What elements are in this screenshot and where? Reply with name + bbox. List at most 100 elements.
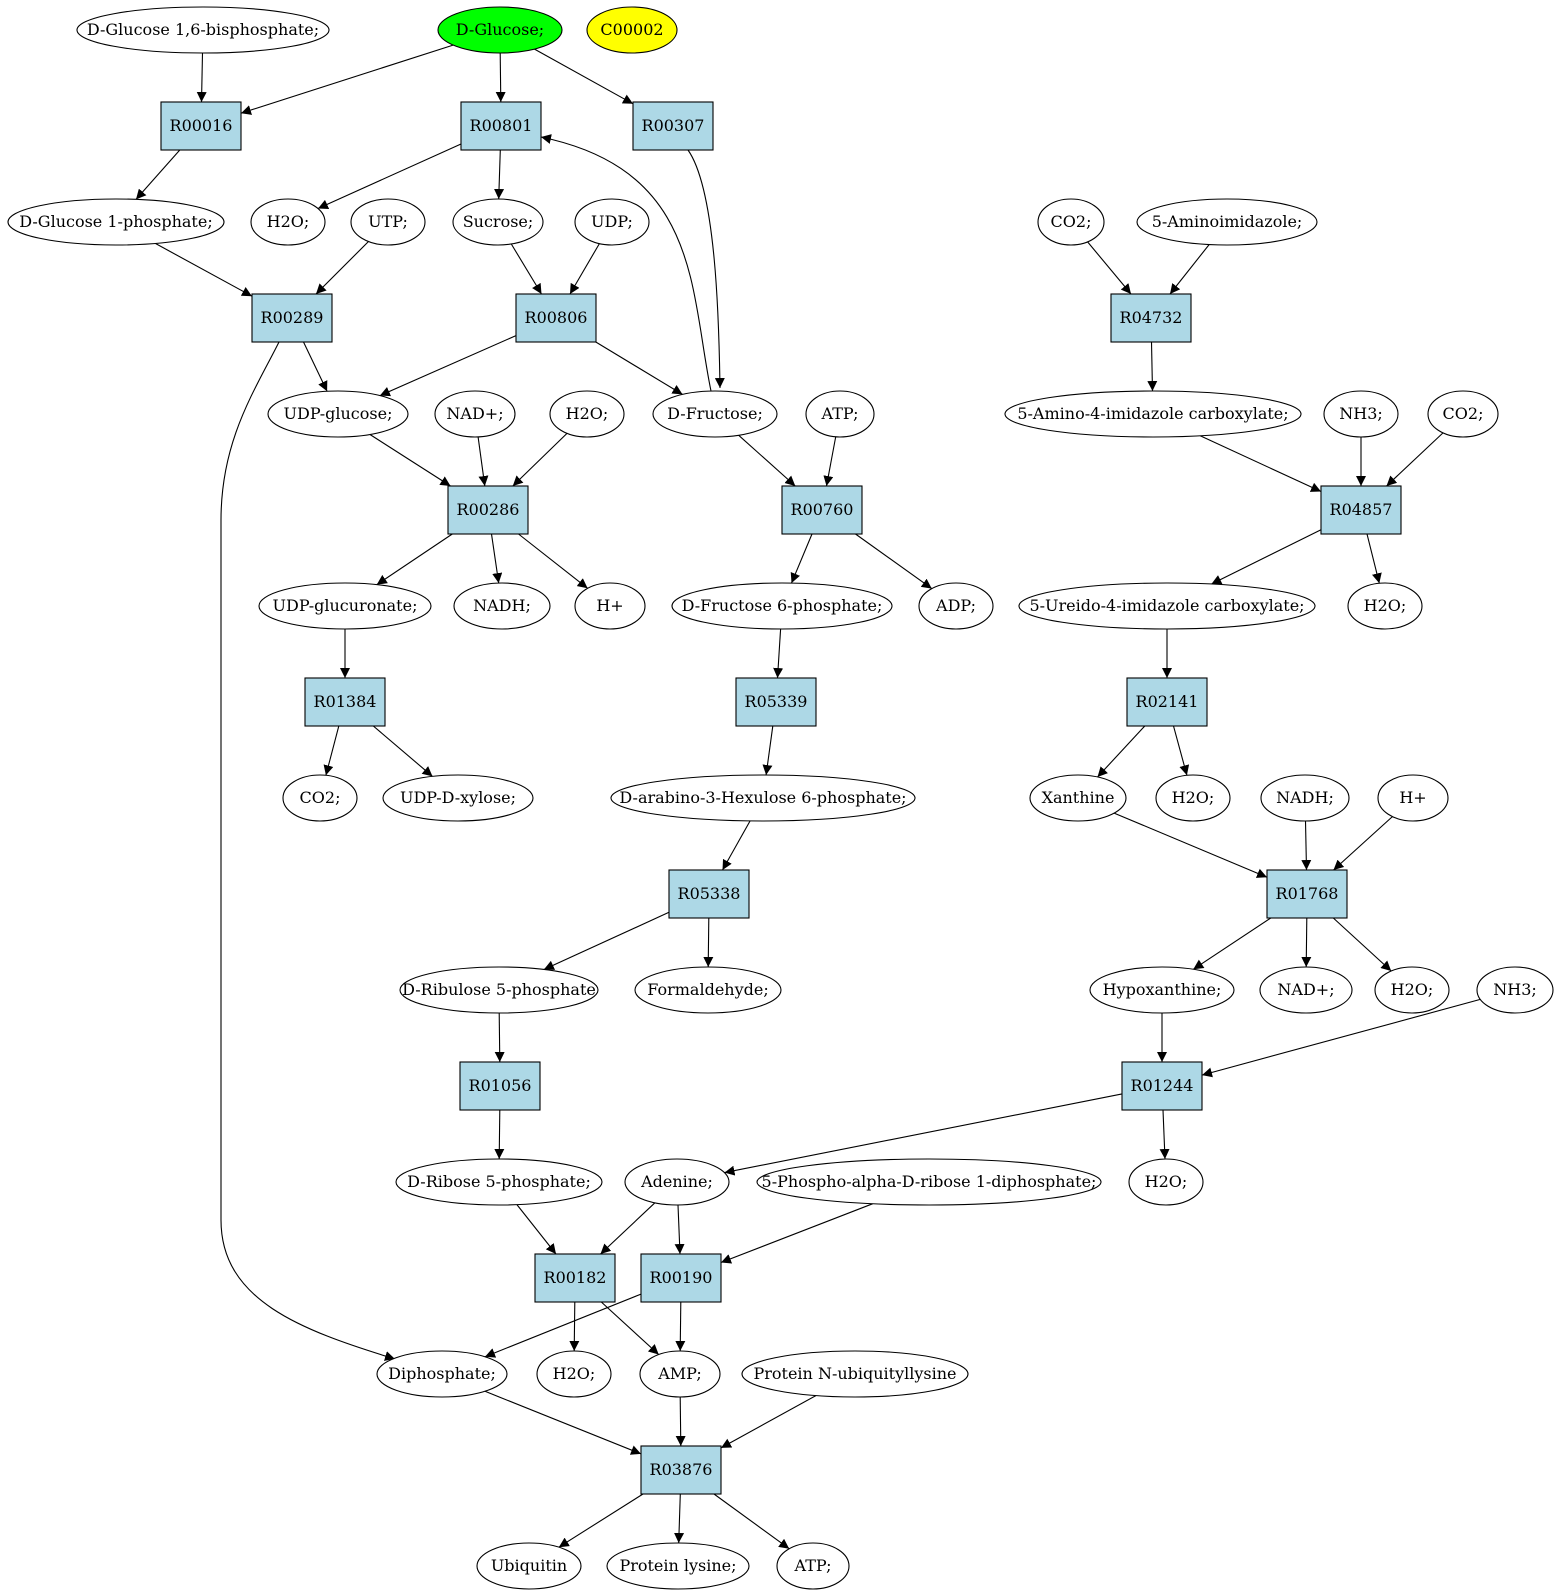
edge-c_nadh_b-to-r01768 [1301, 820, 1312, 871]
compound-ellipse [574, 582, 646, 630]
edge-r05338-to-c_formald [703, 917, 714, 968]
node-c_udpxyl[interactable]: UDP-D-xylose; [382, 774, 534, 822]
node-r00286[interactable]: R00286 [447, 485, 529, 535]
node-r05338[interactable]: R05338 [668, 869, 750, 919]
edge-r04732-to-c_aica [1147, 341, 1158, 392]
node-c_h2o_g[interactable]: H2O; [536, 1350, 612, 1398]
node-r00806[interactable]: R00806 [515, 293, 597, 343]
node-r00190[interactable]: R00190 [640, 1253, 722, 1303]
node-c_h2o_e[interactable]: H2O; [1374, 966, 1450, 1014]
node-r00801[interactable]: R00801 [460, 101, 542, 151]
node-r00289[interactable]: R00289 [251, 293, 333, 343]
node-c_f6p[interactable]: D-Fructose 6-phosphate; [671, 582, 893, 630]
edge-c_sucrose-to-r00806 [510, 243, 542, 295]
node-r01768[interactable]: R01768 [1266, 869, 1348, 919]
node-r00016[interactable]: R00016 [160, 101, 242, 151]
node-c_udpglc[interactable]: UDP-glucose; [267, 390, 409, 438]
node-c_h2o_c[interactable]: H2O; [1347, 582, 1423, 630]
compound-ellipse [399, 966, 599, 1014]
node-r00307[interactable]: R00307 [632, 101, 714, 151]
node-r00182[interactable]: R00182 [534, 1253, 616, 1303]
node-c_glucose[interactable]: D-Glucose; [437, 6, 563, 54]
edge-r01768-to-c_h2o_e [1332, 917, 1392, 972]
edge-r01768-to-c_hypox [1192, 917, 1272, 970]
edge-c_co2_b-to-r04857 [1386, 432, 1444, 487]
node-c_adp[interactable]: ADP; [918, 582, 994, 630]
node-c_udp[interactable]: UDP; [574, 198, 650, 246]
node-label: UTP; [368, 212, 408, 231]
node-c_h2o_f[interactable]: H2O; [1128, 1158, 1204, 1206]
node-c_nadp_b[interactable]: NAD+; [1259, 966, 1353, 1014]
node-c_nadh_b[interactable]: NADH; [1260, 774, 1350, 822]
node-c_sucrose[interactable]: Sucrose; [452, 198, 544, 246]
node-c_h2o_a[interactable]: H2O; [250, 198, 326, 246]
node-c_udpglcur[interactable]: UDP-glucuronate; [258, 582, 432, 630]
node-c_c00002[interactable]: C00002 [586, 6, 678, 54]
reaction-box [1320, 485, 1402, 535]
node-r01056[interactable]: R01056 [459, 1061, 541, 1111]
node-c_nadh_a[interactable]: NADH; [453, 582, 551, 630]
node-c_diphos[interactable]: Diphosphate; [376, 1350, 508, 1398]
node-label: H2O; [267, 212, 310, 231]
node-c_nh3_b[interactable]: NH3; [1476, 966, 1554, 1014]
node-label: Diphosphate; [388, 1364, 496, 1383]
reaction-box [1110, 293, 1192, 343]
node-label: D-Glucose 1-phosphate; [19, 212, 212, 231]
node-c_xanthine[interactable]: Xanthine [1029, 774, 1127, 822]
compound-ellipse [1004, 390, 1302, 438]
node-label: R00760 [791, 500, 854, 519]
node-r00760[interactable]: R00760 [781, 485, 863, 535]
node-c_amp[interactable]: AMP; [639, 1350, 721, 1398]
node-c_hplus_b[interactable]: H+ [1377, 774, 1449, 822]
node-c_aminoimid[interactable]: 5-Aminoimidazole; [1136, 198, 1318, 246]
compound-ellipse [741, 1350, 969, 1398]
node-c_protub[interactable]: Protein N-ubiquityllysine [741, 1350, 969, 1398]
node-label: CO2; [1051, 212, 1092, 231]
node-label: H2O; [1145, 1172, 1188, 1191]
compound-ellipse [1029, 774, 1127, 822]
node-c_atp_b[interactable]: ATP; [776, 1542, 850, 1590]
node-label: D-Ribose 5-phosphate; [407, 1172, 591, 1191]
node-c_atp_a[interactable]: ATP; [805, 390, 875, 438]
node-c_g16bp[interactable]: D-Glucose 1,6-bisphosphate; [76, 6, 330, 54]
node-label: R02141 [1136, 692, 1199, 711]
node-label: H2O; [553, 1364, 596, 1383]
node-c_prpp[interactable]: 5-Phospho-alpha-D-ribose 1-diphosphate; [756, 1158, 1102, 1206]
compound-ellipse [76, 6, 330, 54]
node-c_ah6p[interactable]: D-arabino-3-Hexulose 6-phosphate; [610, 774, 916, 822]
node-c_h2o_b[interactable]: H2O; [549, 390, 625, 438]
node-r03876[interactable]: R03876 [640, 1445, 722, 1495]
node-c_ru5p[interactable]: D-Ribulose 5-phosphate [399, 966, 599, 1014]
node-c_ubiquitin[interactable]: Ubiquitin [476, 1542, 582, 1590]
edge-c_udpglc-to-r00286 [369, 434, 451, 487]
node-c_h2o_d[interactable]: H2O; [1155, 774, 1231, 822]
node-c_hplus_a[interactable]: H+ [574, 582, 646, 630]
node-c_r5p[interactable]: D-Ribose 5-phosphate; [395, 1158, 603, 1206]
node-r02141[interactable]: R02141 [1126, 677, 1208, 727]
node-c_nh3_a[interactable]: NH3; [1323, 390, 1399, 438]
node-c_fructose[interactable]: D-Fructose; [652, 390, 778, 438]
node-c_adenine[interactable]: Adenine; [624, 1158, 730, 1206]
node-c_co2_c[interactable]: CO2; [282, 774, 358, 822]
node-label: Hypoxanthine; [1103, 980, 1222, 999]
node-c_co2_b[interactable]: CO2; [1427, 390, 1499, 438]
node-r05339[interactable]: R05339 [735, 677, 817, 727]
node-r01244[interactable]: R01244 [1121, 1061, 1203, 1111]
node-c_g1p[interactable]: D-Glucose 1-phosphate; [7, 198, 225, 246]
node-c_nadp_a[interactable]: NAD+; [434, 390, 516, 438]
node-r01384[interactable]: R01384 [304, 677, 386, 727]
compound-ellipse [536, 1350, 612, 1398]
node-c_formald[interactable]: Formaldehyde; [634, 966, 782, 1014]
node-c_uica[interactable]: 5-Ureido-4-imidazole carboxylate; [1018, 582, 1316, 630]
node-c_aica[interactable]: 5-Amino-4-imidazole carboxylate; [1004, 390, 1302, 438]
node-c_hypox[interactable]: Hypoxanthine; [1089, 966, 1235, 1014]
node-label: NH3; [1339, 404, 1383, 423]
node-label: R01384 [314, 692, 377, 711]
node-r04732[interactable]: R04732 [1110, 293, 1192, 343]
compound-ellipse [1018, 582, 1316, 630]
node-c_utp[interactable]: UTP; [350, 198, 426, 246]
node-c_protlys[interactable]: Protein lysine; [606, 1542, 750, 1590]
node-r04857[interactable]: R04857 [1320, 485, 1402, 535]
node-c_co2_a[interactable]: CO2; [1037, 198, 1105, 246]
compound-ellipse [1136, 198, 1318, 246]
